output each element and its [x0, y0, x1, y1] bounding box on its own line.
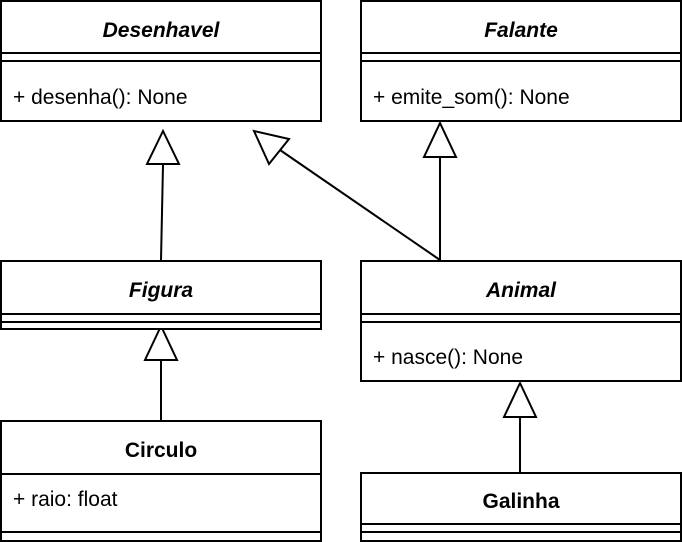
class-desenhavel[interactable]: Desenhavel + desenha(): None — [0, 0, 322, 122]
class-animal[interactable]: Animal + nasce(): None — [360, 260, 682, 382]
class-circulo[interactable]: Circulo + raio: float — [0, 420, 322, 542]
edge-animal-desenhavel — [279, 149, 441, 261]
class-figura[interactable]: Figura — [0, 260, 322, 330]
divider — [362, 321, 680, 323]
class-animal-name: Animal — [485, 279, 556, 302]
class-circulo-name: Circulo — [124, 439, 198, 462]
divider — [362, 60, 680, 62]
class-galinha[interactable]: Galinha — [360, 472, 682, 542]
arrowhead-desenhavel-from-figura — [145, 128, 181, 165]
arrowhead-falante — [422, 120, 458, 158]
class-figura-name: Figura — [128, 279, 194, 302]
method-desenha: + desenha(): None — [13, 86, 188, 109]
divider — [362, 531, 680, 533]
divider — [362, 52, 680, 54]
divider — [2, 531, 320, 533]
divider — [2, 313, 320, 315]
method-nasce: + nasce(): None — [373, 346, 523, 369]
edge-figura-desenhavel — [160, 164, 164, 261]
divider — [362, 313, 680, 315]
attribute-raio: + raio: float — [13, 488, 118, 511]
method-emite-som: + emite_som(): None — [373, 86, 570, 109]
class-galinha-name: Galinha — [482, 490, 560, 513]
divider — [2, 321, 320, 323]
class-falante-name: Falante — [484, 19, 558, 42]
divider — [362, 523, 680, 525]
divider — [2, 473, 320, 475]
class-falante[interactable]: Falante + emite_som(): None — [360, 0, 682, 122]
class-desenhavel-name: Desenhavel — [102, 19, 220, 42]
divider — [2, 60, 320, 62]
arrowhead-figura — [143, 323, 179, 361]
divider — [2, 52, 320, 54]
arrowhead-animal — [502, 380, 538, 418]
arrowhead-desenhavel-from-animal — [252, 129, 291, 166]
